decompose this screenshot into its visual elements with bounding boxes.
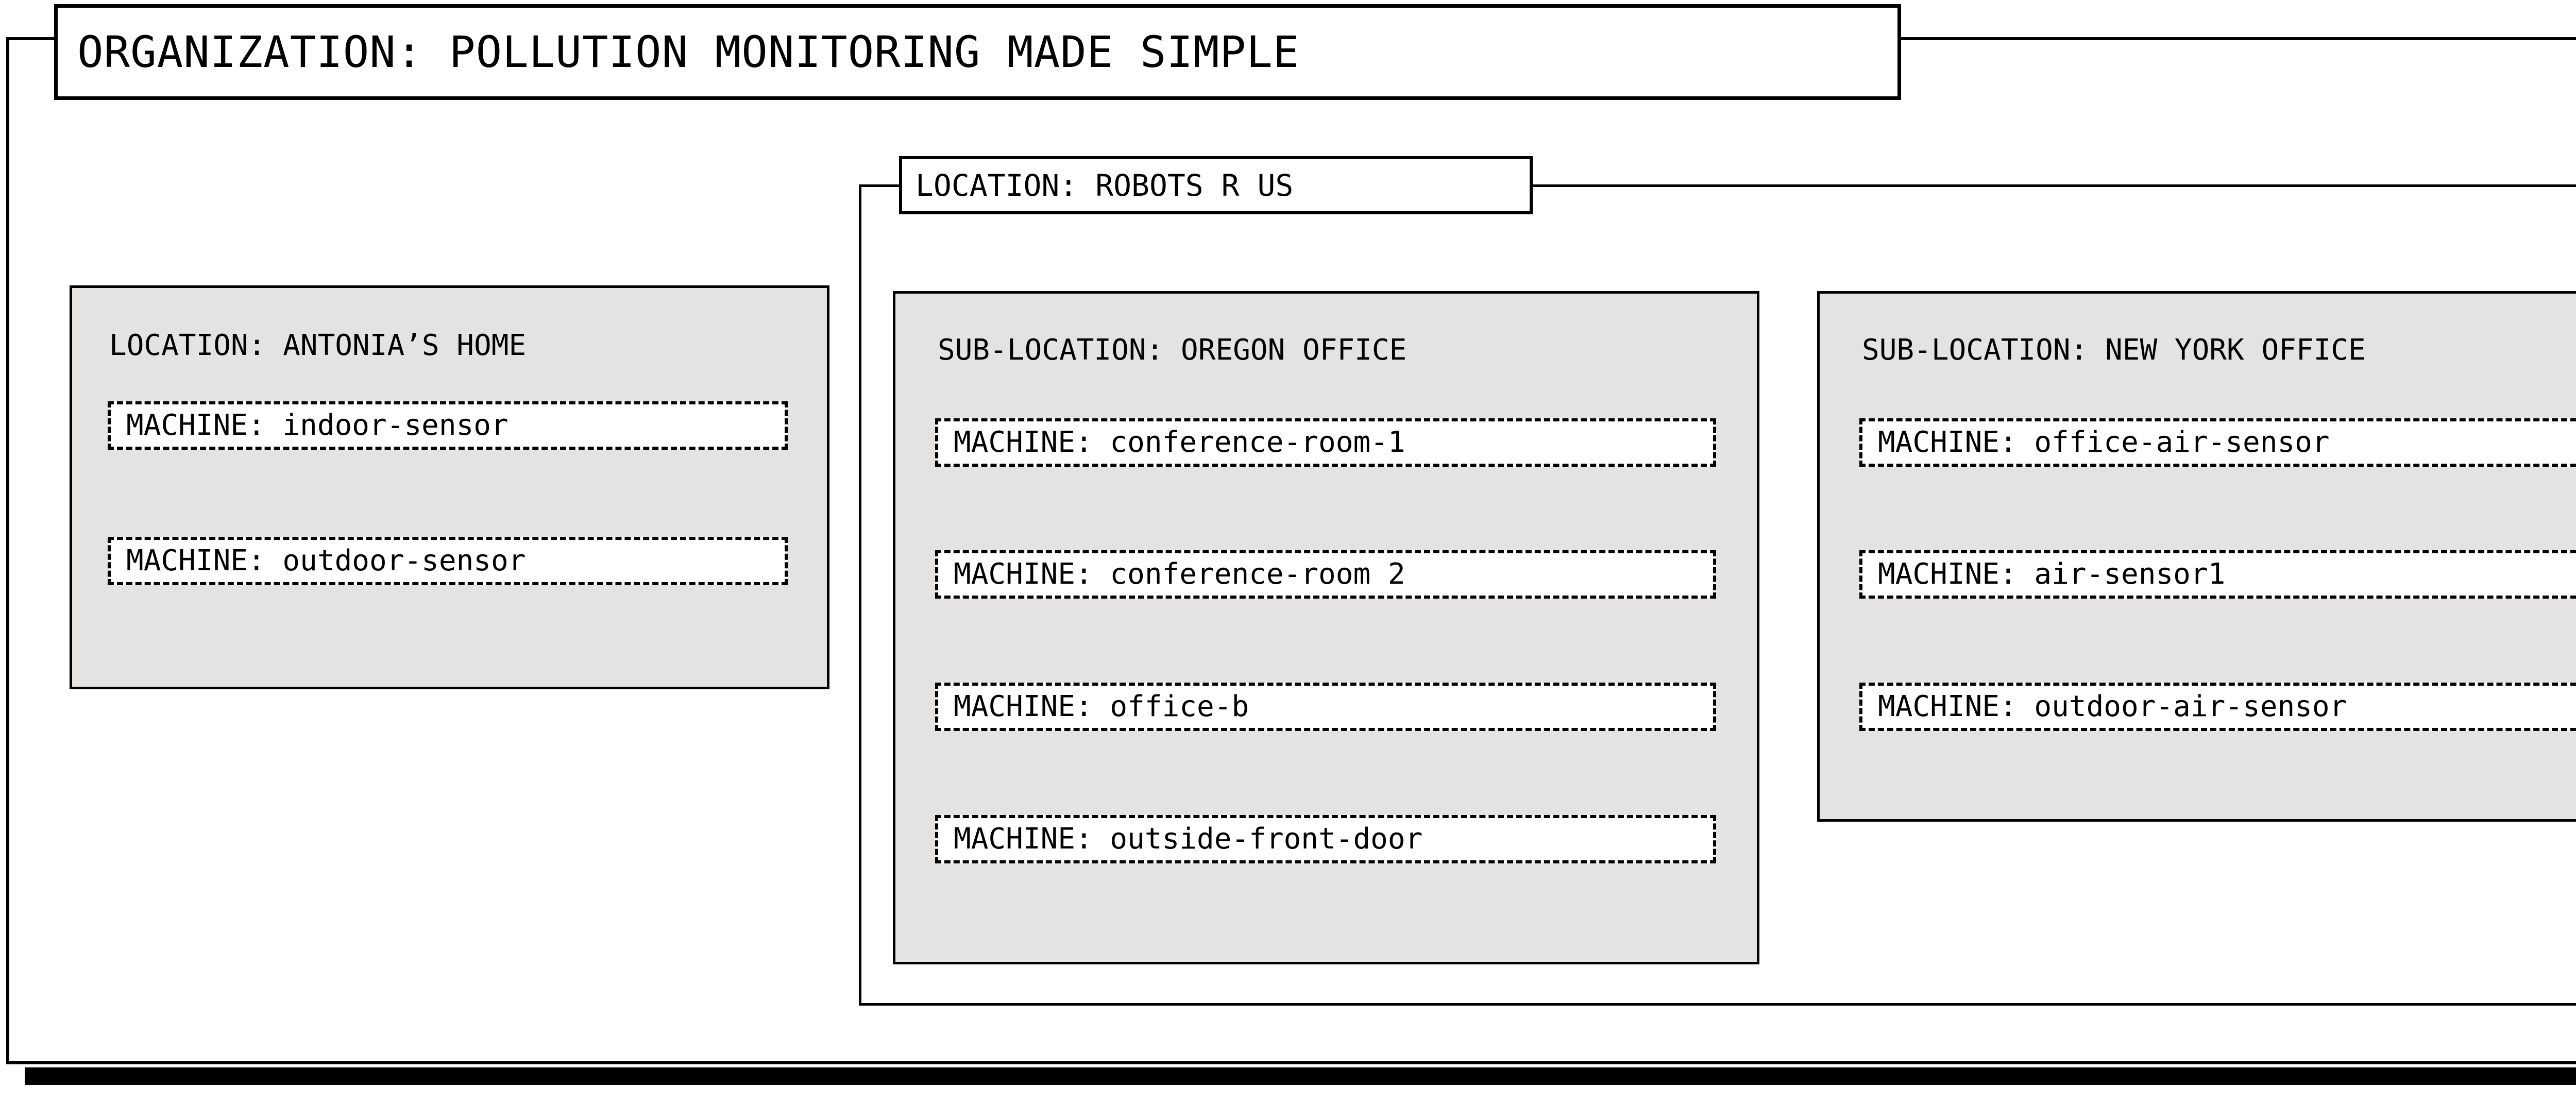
- sub-location-title-new-york-office: SUB-LOCATION: NEW YORK OFFICE: [1862, 333, 2366, 367]
- organization-title-box: ORGANIZATION: POLLUTION MONITORING MADE …: [54, 4, 1901, 100]
- machine-box-outside-front-door[interactable]: MACHINE: outside-front-door: [935, 815, 1716, 863]
- machine-box-conference-room-1[interactable]: MACHINE: conference-room-1: [935, 418, 1716, 467]
- org-container-shadow-bottom: [25, 1067, 2576, 1085]
- machine-box-air-sensor1[interactable]: MACHINE: air-sensor1: [1859, 550, 2576, 599]
- machine-box-outdoor-sensor[interactable]: MACHINE: outdoor-sensor: [108, 537, 788, 585]
- machine-box-office-b[interactable]: MACHINE: office-b: [935, 683, 1716, 731]
- machine-box-outdoor-air-sensor[interactable]: MACHINE: outdoor-air-sensor: [1859, 683, 2576, 731]
- machine-label-outdoor-sensor: MACHINE: outdoor-sensor: [126, 544, 526, 578]
- machine-label-office-b: MACHINE: office-b: [954, 690, 1249, 723]
- organization-title-label: ORGANIZATION: POLLUTION MONITORING MADE …: [77, 27, 1300, 77]
- sub-location-title-oregon-office: SUB-LOCATION: OREGON OFFICE: [938, 333, 1407, 367]
- location-panel-antonias-home: LOCATION: ANTONIA’S HOME: [70, 285, 829, 689]
- machine-label-office-air-sensor: MACHINE: office-air-sensor: [1878, 426, 2330, 459]
- machine-label-air-sensor1: MACHINE: air-sensor1: [1878, 557, 2226, 591]
- location-title-label-robots-r-us: LOCATION: ROBOTS R US: [916, 167, 1294, 203]
- machine-label-outdoor-air-sensor: MACHINE: outdoor-air-sensor: [1878, 690, 2347, 723]
- machine-box-office-air-sensor[interactable]: MACHINE: office-air-sensor: [1859, 418, 2576, 467]
- machine-label-outside-front-door: MACHINE: outside-front-door: [954, 822, 1423, 856]
- machine-box-indoor-sensor[interactable]: MACHINE: indoor-sensor: [108, 401, 788, 450]
- machine-label-indoor-sensor: MACHINE: indoor-sensor: [126, 409, 509, 442]
- location-title-box-robots-r-us: LOCATION: ROBOTS R US: [899, 156, 1533, 214]
- location-title-antonias-home: LOCATION: ANTONIA’S HOME: [109, 329, 527, 362]
- machine-box-conference-room-2[interactable]: MACHINE: conference-room 2: [935, 550, 1716, 599]
- machine-label-conference-room-2: MACHINE: conference-room 2: [954, 557, 1405, 591]
- machine-label-conference-room-1: MACHINE: conference-room-1: [954, 426, 1405, 459]
- location-container-robots-r-us: [859, 184, 2576, 1006]
